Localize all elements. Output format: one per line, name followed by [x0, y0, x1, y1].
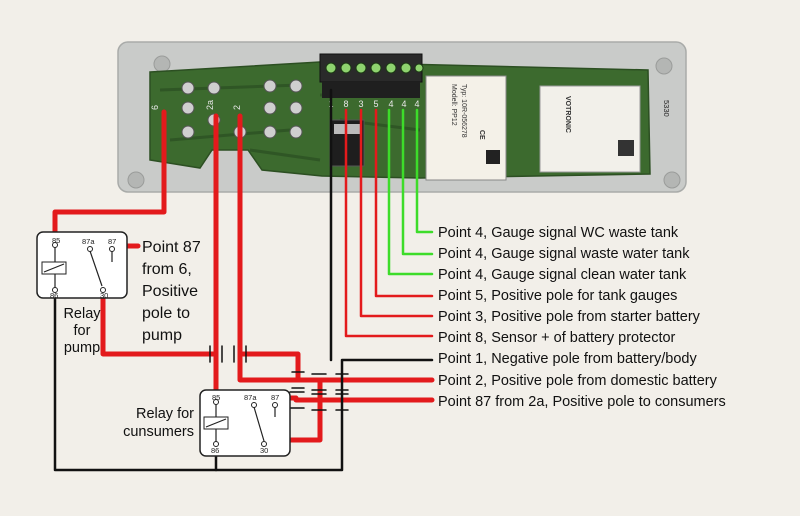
callout-point-2: Point 2, Positive pole from domestic bat…	[438, 373, 718, 389]
callout-point-5: Point 5, Positive pole for tank gauges	[438, 288, 677, 304]
relay-pump-pin-86: 86	[50, 291, 58, 300]
relay-pump: 85 87a 87 86 30 Relay for pump	[36, 231, 128, 356]
terminal-label-6: 6	[150, 105, 160, 110]
pump-note-line-2: from 6,	[142, 261, 192, 278]
relay-pump-box	[36, 231, 128, 299]
pump-note-line-3: Positive	[142, 283, 198, 300]
wire-2-domestic-battery	[237, 113, 435, 383]
sticker-barcode	[486, 150, 500, 164]
relay-consumers-contacts	[205, 404, 276, 442]
sticker-type-line: Typ: 10R-056278	[460, 84, 467, 138]
pin-label-8: 8	[343, 99, 348, 109]
terminal-label-2a: 2a	[205, 100, 215, 110]
wire-87-consumers	[272, 395, 435, 403]
callout-point-3: Point 3, Positive pole from starter batt…	[438, 309, 701, 325]
wire-6-to-relay-85	[52, 109, 167, 245]
callout-point-87: Point 87 from 2a, Positive pole to consu…	[438, 394, 726, 410]
screw-hole	[655, 57, 673, 75]
wire-point-8	[344, 108, 434, 338]
wire-gauge-clean	[387, 108, 434, 276]
crossover-marks	[209, 345, 349, 411]
wire-negative-body	[53, 292, 434, 472]
brand-qr	[618, 140, 634, 156]
relay-consumers-box	[199, 389, 291, 457]
pin-label-4b: 4	[401, 99, 406, 109]
pin-label-5: 5	[373, 99, 378, 109]
pump-note-line-5: pump	[142, 327, 182, 344]
wire-point-5	[374, 108, 434, 298]
callout-gauge-wc: Point 4, Gauge signal WC waste tank	[438, 225, 679, 241]
relay-pump-title-2: for	[74, 323, 91, 339]
relay-pump-pin-30: 30	[100, 291, 108, 300]
callout-point-8: Point 8, Sensor + of battery protector	[438, 330, 676, 346]
relay-consumers-pin-30: 30	[260, 446, 268, 455]
pump-note-line-1: Point 87	[142, 239, 201, 256]
callout-gauge-clean: Point 4, Gauge signal clean water tank	[438, 267, 687, 283]
relay-consumers-pin-85: 85	[212, 393, 220, 402]
relay-consumers-pin-87: 87	[271, 393, 279, 402]
brand-name: VOTRONIC	[564, 96, 571, 133]
relay-consumers-title-1: Relay for	[136, 406, 194, 422]
relay-consumers-pin-87a: 87a	[244, 393, 257, 402]
screw-hole	[127, 171, 145, 189]
callout-gauge-waste: Point 4, Gauge signal waste water tank	[438, 246, 690, 262]
wire-gauge-wc	[415, 108, 434, 234]
relay-pump-pin-87a: 87a	[82, 237, 95, 246]
relay-pump-pin-85: 85	[52, 236, 60, 245]
wire-gauge-waste	[401, 108, 434, 256]
relay-consumers-pin-86: 86	[211, 446, 219, 455]
relay-consumers-title-2: cunsumers	[123, 424, 194, 440]
brand-sticker: VOTRONIC	[539, 85, 641, 173]
sticker-model-line: Modell: PP12	[450, 84, 457, 126]
sticker-ce-mark: CE	[478, 130, 485, 140]
wire-point-3	[359, 108, 434, 318]
brand-sticker-body	[539, 85, 641, 173]
relay-consumers: 85 87a 87 86 30 Relay for cunsumers	[123, 389, 291, 457]
pump-note-line-4: pole to	[142, 305, 190, 322]
pin-label-3: 3	[358, 99, 363, 109]
terminal-label-2: 2	[232, 105, 242, 110]
relay-pump-title-3: pump	[64, 340, 100, 356]
pin-label-4c: 4	[414, 99, 419, 109]
product-sticker: CE Typ: 10R-056278 Modell: PP12	[425, 75, 507, 181]
screw-hole	[663, 171, 681, 189]
wiring-layer	[52, 88, 435, 472]
callout-point-1: Point 1, Negative pole from battery/body	[438, 351, 697, 367]
terminal-block-base	[322, 82, 420, 98]
pump-note: Point 87 from 6, Positive pole to pump	[142, 239, 201, 344]
housing-model-code: 5330	[662, 100, 671, 117]
screw-terminal-block	[319, 53, 424, 98]
pin-label-4a: 4	[388, 99, 393, 109]
screw-hole	[153, 55, 171, 73]
relay-pump-title-1: Relay	[63, 306, 101, 322]
wire-relay-pump-30-b	[237, 351, 301, 381]
relay-pump-pin-87: 87	[108, 237, 116, 246]
pcb-board	[149, 61, 651, 179]
wire-relay-pump-30	[100, 289, 217, 357]
callout-labels: Point 4, Gauge signal WC waste tank Poin…	[438, 225, 726, 410]
relay-pump-contacts	[43, 247, 113, 288]
